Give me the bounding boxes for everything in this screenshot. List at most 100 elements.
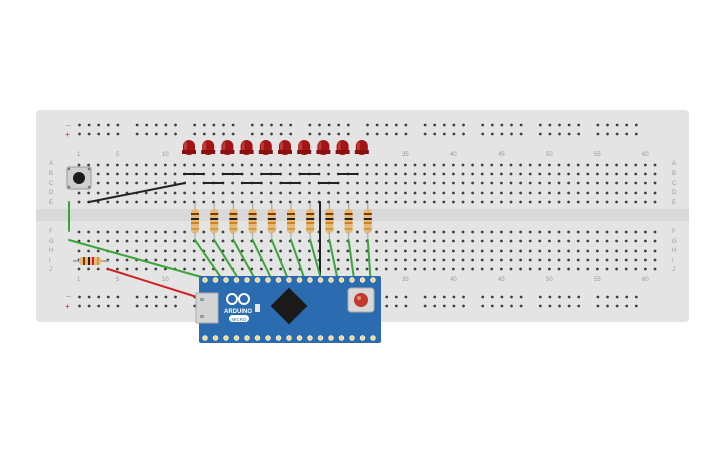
breadboard-hole (557, 239, 561, 243)
breadboard-hole (586, 239, 590, 243)
breadboard-hole (480, 239, 484, 243)
arduino-pin (202, 277, 208, 283)
green-wire[interactable] (290, 239, 306, 280)
red-wire[interactable] (107, 268, 201, 299)
green-wire[interactable] (366, 239, 372, 280)
breadboard-hole (452, 191, 455, 195)
led[interactable] (239, 140, 254, 155)
breadboard-hole (77, 200, 81, 204)
breadboard-hole (576, 191, 580, 195)
led[interactable] (182, 140, 196, 155)
arduino-micro-board[interactable]: ARDUINO MICRO (195, 276, 381, 343)
rail-hole (577, 295, 581, 299)
rail-hole (606, 123, 609, 127)
breadboard-hole (365, 191, 369, 195)
rail-hole (615, 123, 619, 127)
breadboard-hole (567, 230, 570, 234)
resistor[interactable] (267, 203, 276, 240)
breadboard-hole (221, 163, 225, 167)
arduino-reset-button[interactable] (347, 287, 375, 313)
breadboard-hole (308, 163, 311, 167)
resistor[interactable] (363, 203, 372, 240)
rail-hole (164, 132, 168, 136)
rail-hole (577, 123, 581, 127)
breadboard-hole (586, 163, 590, 167)
breadboard-hole (586, 172, 590, 176)
breadboard-hole (634, 163, 638, 167)
led[interactable] (316, 140, 331, 155)
breadboard-hole (500, 191, 503, 195)
breadboard-hole (125, 230, 129, 234)
rail-hole (404, 123, 408, 127)
breadboard-hole (202, 267, 206, 271)
breadboard-hole (125, 249, 129, 253)
green-wire[interactable] (309, 239, 322, 280)
arduino-chip (270, 287, 308, 325)
breadboard-hole (173, 181, 177, 185)
green-wire[interactable] (68, 239, 206, 279)
green-wire[interactable] (270, 239, 289, 280)
rail-hole (394, 123, 398, 127)
resistor[interactable] (325, 203, 334, 240)
rail-hole (97, 295, 101, 299)
breadboard-hole (576, 172, 580, 176)
breadboard-hole (317, 191, 321, 195)
breadboard-hole (442, 163, 446, 167)
rail-hole (596, 304, 600, 308)
led[interactable] (201, 140, 216, 155)
green-wire[interactable] (213, 239, 240, 280)
led[interactable] (335, 140, 350, 155)
green-wire[interactable] (194, 239, 223, 280)
led[interactable] (297, 140, 312, 155)
column-label: 60 (642, 152, 649, 158)
rail-hole (423, 295, 427, 299)
resistor[interactable] (229, 203, 238, 240)
column-label: 1 (77, 277, 81, 283)
rail-hole (596, 123, 600, 127)
resistor[interactable] (306, 203, 315, 240)
led[interactable] (354, 140, 369, 155)
black-wire[interactable] (88, 182, 186, 203)
breadboard-hole (576, 258, 580, 262)
breadboard-hole (202, 200, 206, 204)
row-label: B (49, 171, 53, 177)
green-wire[interactable] (347, 239, 355, 280)
led[interactable] (278, 140, 292, 155)
breadboard-hole (336, 230, 340, 234)
breadboard-hole (509, 191, 513, 195)
rail-hole (462, 123, 465, 127)
breadboard-hole (586, 267, 590, 271)
resistor[interactable] (287, 203, 295, 240)
breadboard-hole (634, 191, 638, 195)
led[interactable] (258, 140, 273, 155)
rail-hole (394, 295, 398, 299)
resistor[interactable] (344, 203, 353, 240)
breadboard-hole (404, 230, 407, 234)
breadboard-hole (231, 200, 235, 204)
pushbutton[interactable] (66, 166, 92, 190)
breadboard-hole (96, 181, 100, 185)
breadboard-hole (279, 191, 282, 195)
rail-hole (366, 123, 369, 127)
green-wire[interactable] (251, 239, 273, 280)
row-label: E (49, 200, 53, 206)
breadboard-hole (605, 249, 609, 253)
breadboard-hole (154, 200, 158, 204)
resistor[interactable] (248, 203, 257, 240)
breadboard-hole (144, 239, 148, 243)
resistor[interactable] (191, 203, 199, 240)
breadboard-hole (538, 191, 542, 195)
breadboard-hole (615, 258, 618, 262)
led[interactable] (220, 140, 235, 155)
breadboard-hole (500, 181, 503, 185)
rail-hole (78, 132, 81, 136)
row-labels-right: A B C D E F G H I J (672, 161, 677, 273)
resistor[interactable] (210, 203, 219, 240)
green-wire[interactable] (328, 239, 339, 280)
row-label: G (49, 239, 54, 245)
breadboard-hole (413, 239, 417, 243)
green-wire[interactable] (232, 239, 256, 280)
breadboard-hole (413, 172, 417, 176)
breadboard-hole (490, 267, 494, 271)
rail-hole (433, 123, 437, 127)
